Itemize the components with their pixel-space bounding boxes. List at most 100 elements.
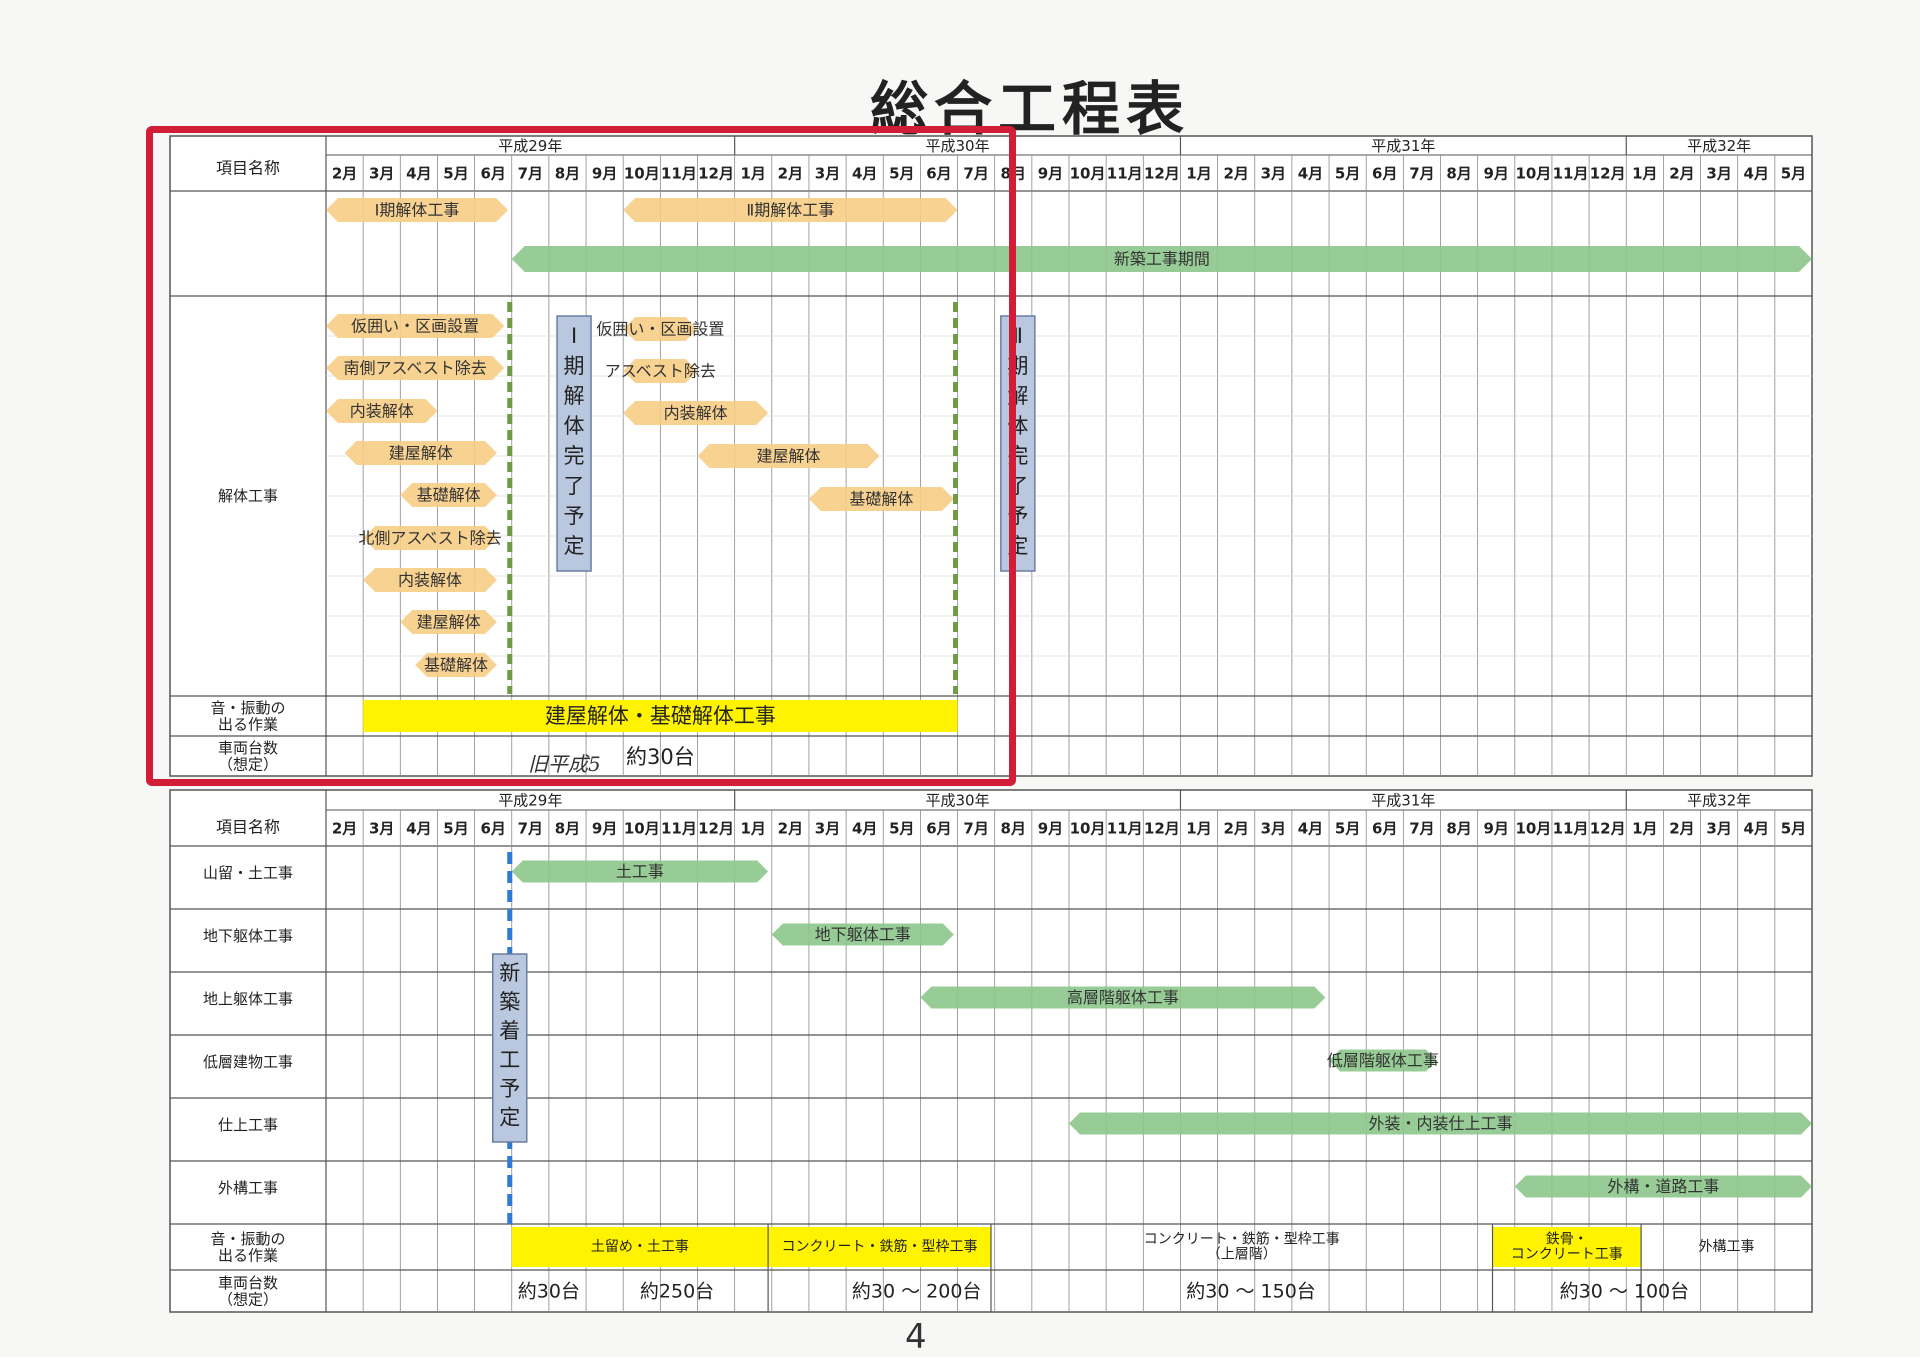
top-schedule-month-label: 6月 (926, 165, 951, 183)
bottom-schedule-month-label: 4月 (1298, 820, 1323, 838)
top-bar-7-label: 基礎解体 (417, 486, 481, 505)
bottom-schedule-month-label: 3月 (1706, 820, 1731, 838)
bottom-schedule-month-label: 6月 (480, 820, 505, 838)
bottom-vehicle-label-0: 約30台 (518, 1281, 580, 1303)
top-noise-label: 建屋解体・基礎解体工事 (545, 704, 776, 728)
bottom-schedule-month-label: 2月 (1669, 820, 1694, 838)
bottom-schedule-month-label: 5月 (1781, 820, 1806, 838)
bottom-schedule-month-label: 3月 (815, 820, 840, 838)
top-bar-9 (363, 568, 497, 592)
top-schedule-month-label: 9月 (1038, 165, 1063, 183)
bottom-header-label: 項目名称 (216, 818, 280, 837)
top-bar-2 (511, 246, 1812, 272)
bottom-schedule-month-label: 7月 (963, 820, 988, 838)
bottom-schedule-month-label: 10月 (1070, 820, 1106, 838)
bottom-schedule-month-label: 1月 (1632, 820, 1657, 838)
top-bar-6 (344, 441, 497, 465)
bottom-bar-0-label: 土工事 (616, 862, 664, 881)
bottom-noise-segment-1 (768, 1227, 991, 1267)
bottom-schedule-month-label: 12月 (1144, 820, 1180, 838)
top-schedule-month-label: 12月 (698, 165, 734, 183)
top-schedule-month-label: 7月 (963, 165, 988, 183)
top-row-label-1: 解体工事 (218, 487, 278, 505)
bottom-schedule-month-label: 10月 (624, 820, 660, 838)
bottom-bar-1-label: 地下躯体工事 (815, 925, 911, 944)
top-schedule-month-label: 8月 (1446, 165, 1471, 183)
top-schedule-month-label: 10月 (624, 165, 660, 183)
top-schedule-year-label-1: 平成30年 (926, 137, 990, 155)
top-row-label-3: 車両台数（想定） (218, 738, 278, 773)
bottom-bar-2-label: 高層階躯体工事 (1067, 988, 1179, 1007)
top-schedule-month-label: 2月 (1669, 165, 1694, 183)
top-schedule-month-label: 7月 (1409, 165, 1434, 183)
top-schedule-month-label: 6月 (1372, 165, 1397, 183)
top-schedule-year-label-2: 平成31年 (1371, 137, 1435, 155)
bottom-bar-4 (1069, 1112, 1812, 1135)
top-bar-13-label: アスベスト除去 (605, 362, 716, 381)
top-bar-11 (415, 653, 497, 677)
bottom-schedule-month-label: 1月 (741, 820, 766, 838)
bottom-bar-3 (1329, 1049, 1437, 1072)
top-schedule-month-label: 3月 (1261, 165, 1286, 183)
bottom-vehicle-label-4: 約30 ～ 100台 (1560, 1281, 1690, 1303)
bottom-schedule-year-label-1: 平成30年 (926, 792, 990, 810)
top-schedule-month-label: 5月 (1781, 165, 1806, 183)
top-bar-15-label: 建屋解体 (757, 447, 821, 466)
bottom-noise-label-4: 外構工事 (1699, 1239, 1755, 1255)
top-schedule-month-label: 5月 (889, 165, 914, 183)
bottom-schedule-month-label: 10月 (1515, 820, 1551, 838)
bottom-schedule-month-label: 4月 (852, 820, 877, 838)
bottom-schedule-year-label-0: 平成29年 (498, 792, 562, 810)
bottom-milestone-box-label: 新築着工予定 (499, 961, 520, 1130)
bottom-schedule-month-label: 12月 (1590, 820, 1626, 838)
top-schedule-month-label: 4月 (1744, 165, 1769, 183)
top-bar-15 (697, 444, 880, 468)
bottom-schedule-month-label: 7月 (518, 820, 543, 838)
top-bar-10 (400, 610, 497, 634)
top-schedule-month-label: 10月 (1515, 165, 1551, 183)
top-schedule-month-label: 11月 (661, 165, 697, 183)
top-bar-9-label: 内装解体 (398, 571, 462, 590)
bottom-schedule-year-label-3: 平成32年 (1687, 792, 1751, 810)
bottom-schedule-month-label: 3月 (369, 820, 394, 838)
bottom-vehicle-label-3: 約30 ～ 150台 (1186, 1281, 1316, 1303)
top-schedule-month-label: 7月 (518, 165, 543, 183)
bottom-noise-label-0: 土留め・土工事 (591, 1239, 689, 1255)
bottom-schedule-year-label-2: 平成31年 (1371, 792, 1435, 810)
bottom-schedule-month-label: 2月 (332, 820, 357, 838)
top-bar-1-label: Ⅱ期解体工事 (746, 201, 834, 220)
bottom-schedule-month-label: 2月 (778, 820, 803, 838)
top-bar-16-label: 基礎解体 (849, 490, 913, 509)
top-bar-14 (623, 401, 769, 425)
phase-one-highlight-frame (146, 126, 1016, 786)
top-bar-16 (808, 487, 954, 511)
bottom-schedule-month-label: 5月 (1335, 820, 1360, 838)
handwritten-note: 旧平成5 (528, 752, 601, 776)
top-noise-bar (363, 700, 958, 732)
bottom-schedule-month-label: 1月 (1186, 820, 1211, 838)
bottom-bar-0 (511, 860, 769, 883)
top-schedule-month-label: 3月 (1706, 165, 1731, 183)
bottom-vehicle-label-2: 約30 ～ 200台 (852, 1281, 982, 1303)
top-row-label-2: 音・振動の出る作業 (210, 698, 285, 733)
top-bar-7 (400, 483, 497, 507)
top-schedule-month-label: 10月 (1070, 165, 1106, 183)
top-schedule-month-label: 9月 (1484, 165, 1509, 183)
top-schedule-month-label: 2月 (778, 165, 803, 183)
bottom-bar-3-label: 低層階躯体工事 (1327, 1051, 1439, 1070)
bottom-schedule-month-label: 4月 (406, 820, 431, 838)
top-schedule-month-label: 8月 (555, 165, 580, 183)
bottom-bar-4-label: 外装・内装仕上工事 (1368, 1114, 1512, 1133)
top-bar-0-label: Ⅰ期解体工事 (375, 201, 460, 220)
top-bar-4-label: 南側アスベスト除去 (344, 359, 487, 378)
top-bar-12 (623, 317, 698, 341)
bottom-vehicle-row-label: 車両台数（想定） (218, 1273, 278, 1308)
bottom-noise-label-1: コンクリート・鉄筋・型枠工事 (782, 1238, 978, 1255)
top-bar-12-label: 仮囲い・区画設置 (596, 320, 724, 339)
top-bar-3-label: 仮囲い・区画設置 (351, 317, 479, 336)
bottom-schedule-month-label: 11月 (1107, 820, 1143, 838)
bottom-schedule-month-label: 2月 (1223, 820, 1248, 838)
bottom-schedule-month-label: 8月 (555, 820, 580, 838)
top-schedule-month-label: 12月 (1144, 165, 1180, 183)
